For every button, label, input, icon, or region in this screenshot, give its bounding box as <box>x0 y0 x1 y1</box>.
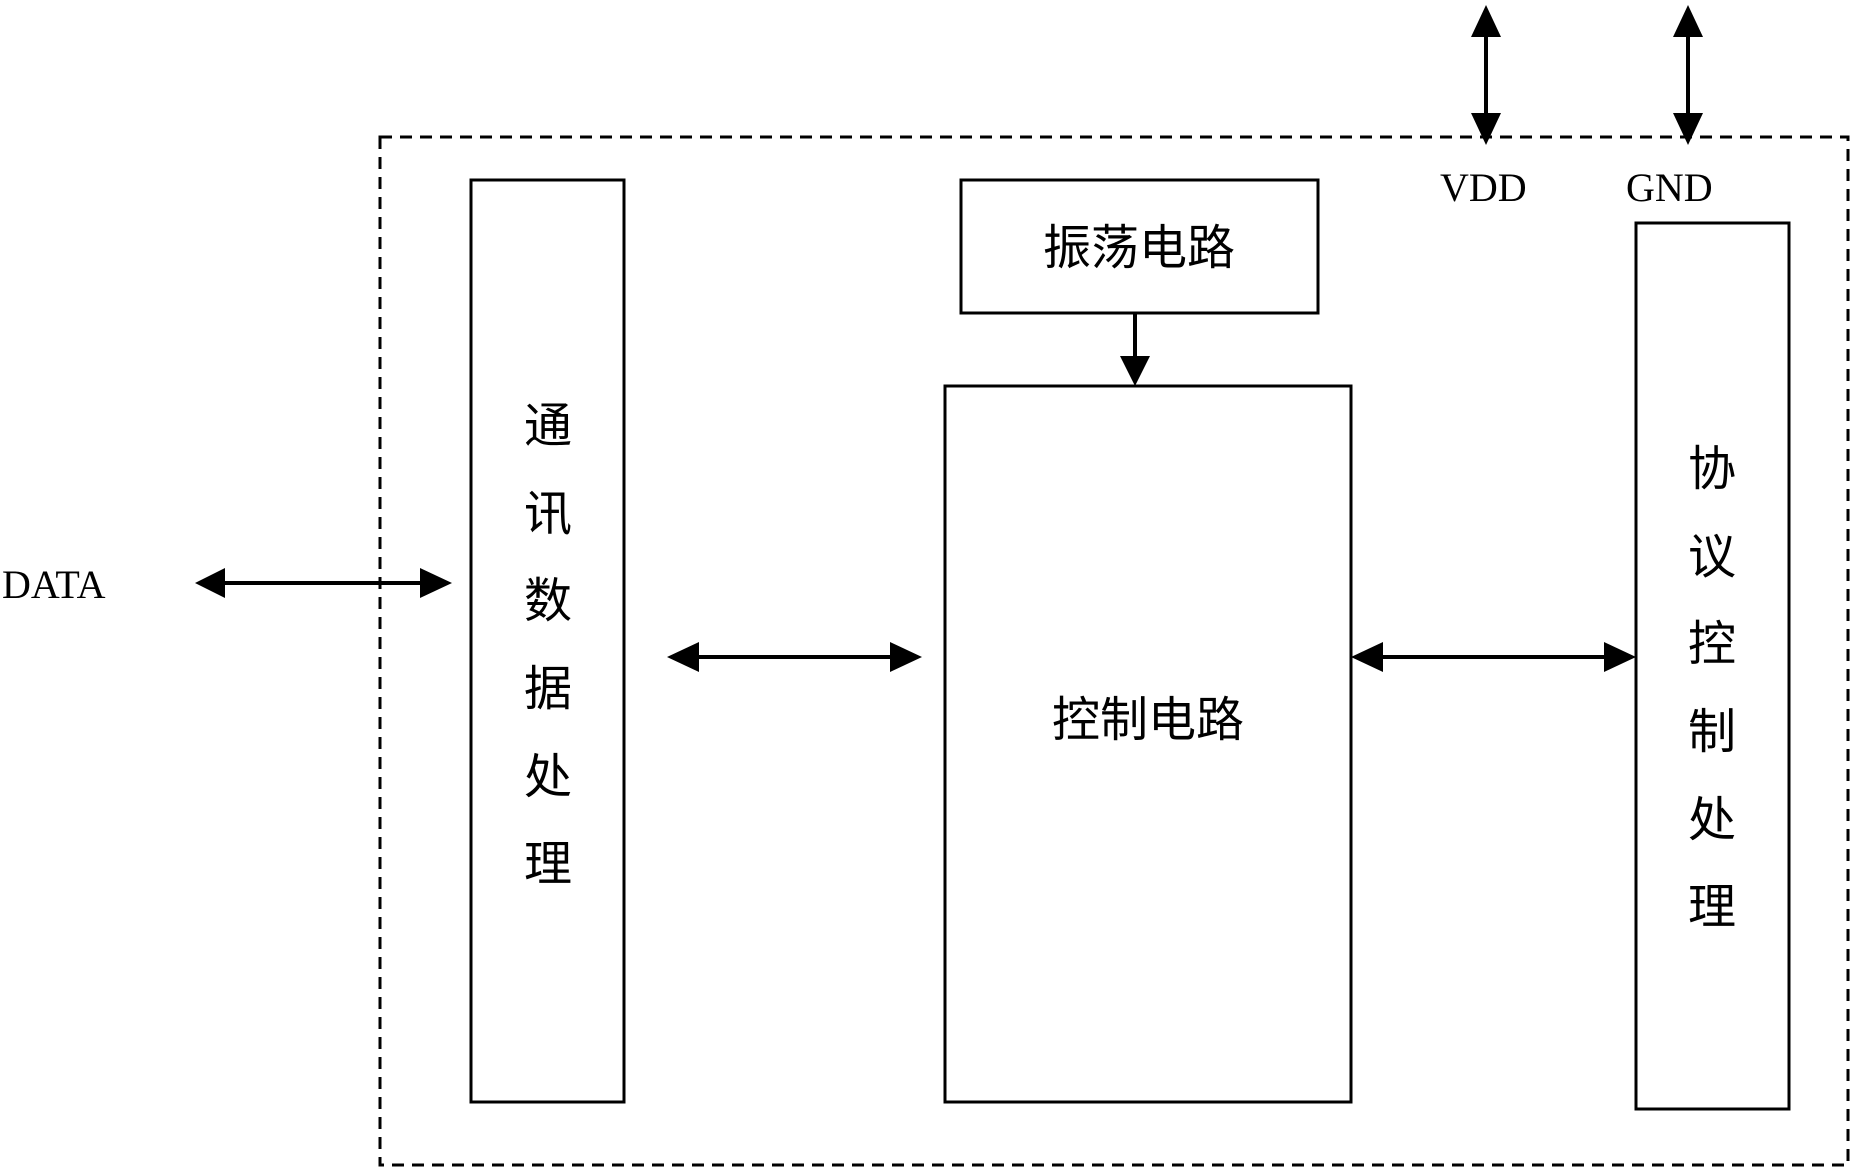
protocol-char-2: 议 <box>1688 529 1736 585</box>
control-protocol-bidirectional-arrow <box>1351 642 1636 672</box>
oscillator-block <box>959 178 1320 315</box>
vdd-label: VDD <box>1440 165 1527 210</box>
chip-boundary <box>378 135 1850 1167</box>
protocol-char-3: 控 <box>1688 616 1736 672</box>
comm-char-6: 理 <box>524 836 572 892</box>
gnd-label: GND <box>1626 165 1713 210</box>
protocol-control-block <box>1634 221 1791 1111</box>
oscillator-label: 振荡电路 <box>1043 220 1235 276</box>
comm-data-processing-label: 通 讯 数 据 处 理 <box>524 398 572 892</box>
comm-data-processing-block <box>469 178 626 1104</box>
comm-char-3: 数 <box>524 573 572 629</box>
control-circuit-label: 控制电路 <box>1052 692 1244 748</box>
vdd-bidirectional-arrow <box>1471 5 1501 145</box>
comm-char-4: 据 <box>524 661 572 717</box>
data-signal-label: DATA <box>2 562 106 607</box>
comm-char-1: 通 <box>524 398 572 454</box>
protocol-char-1: 协 <box>1688 441 1736 497</box>
comm-char-2: 讯 <box>524 486 572 542</box>
comm-control-bidirectional-arrow <box>667 642 922 672</box>
protocol-char-6: 理 <box>1688 879 1736 935</box>
control-circuit-block <box>943 384 1353 1104</box>
gnd-bidirectional-arrow <box>1673 5 1703 145</box>
oscillator-to-control-arrow <box>1120 313 1150 386</box>
protocol-char-5: 处 <box>1688 792 1736 848</box>
comm-char-5: 处 <box>524 749 572 805</box>
protocol-char-4: 制 <box>1688 704 1736 760</box>
protocol-control-label: 协 议 控 制 处 理 <box>1688 441 1736 935</box>
data-bidirectional-arrow <box>195 568 452 598</box>
